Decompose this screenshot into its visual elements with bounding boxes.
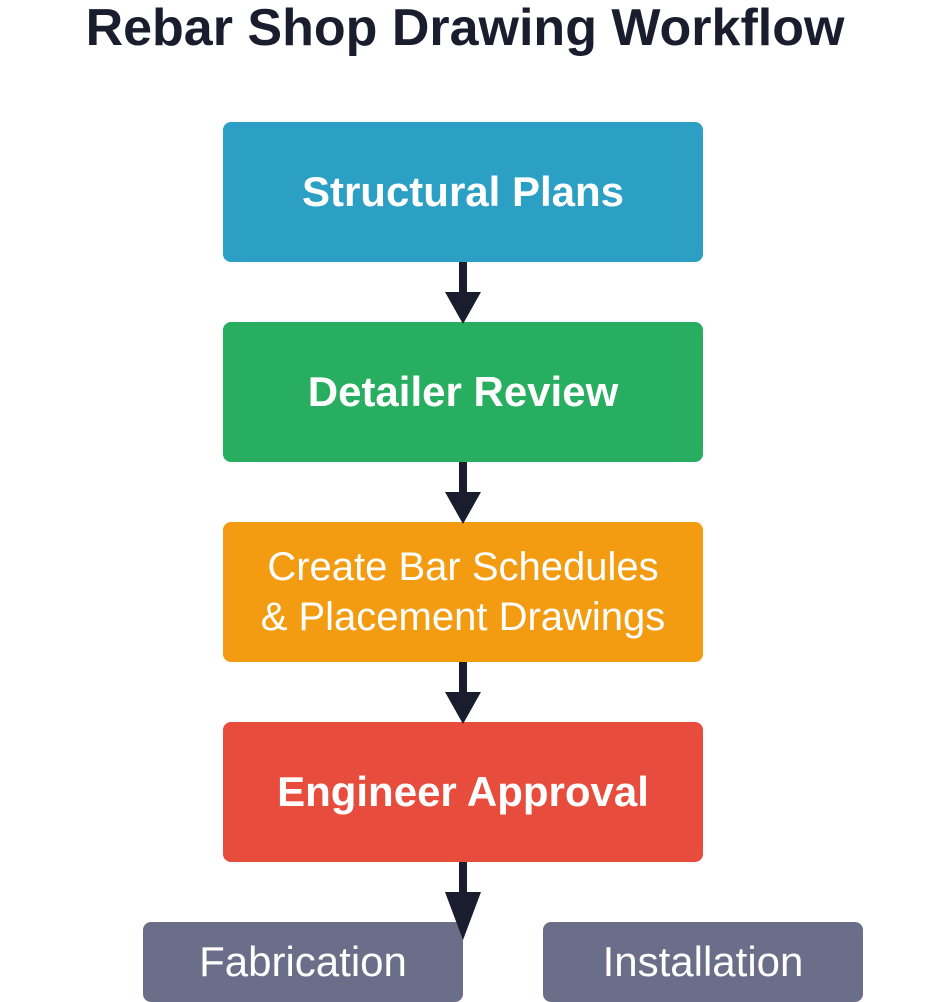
node-detailer-review-label: Detailer Review <box>307 368 619 415</box>
arrow-schedules-to-approval <box>445 662 481 724</box>
node-create-bar-schedules: Create Bar Schedules & Placement Drawing… <box>223 522 703 662</box>
node-structural-plans: Structural Plans <box>223 122 703 262</box>
node-create-bar-schedules-line2: & Placement Drawings <box>260 595 666 639</box>
node-installation-label: Installation <box>602 938 804 985</box>
node-detailer-review: Detailer Review <box>223 322 703 462</box>
node-create-bar-schedules-line1: Create Bar Schedules <box>267 545 659 589</box>
arrow-plans-to-review <box>445 262 481 324</box>
node-fabrication: Fabrication <box>143 922 463 1002</box>
node-installation: Installation <box>543 922 863 1002</box>
node-fabrication-label: Fabrication <box>199 938 407 985</box>
node-engineer-approval: Engineer Approval <box>223 722 703 862</box>
diagram-title: Rebar Shop Drawing Workflow <box>85 0 845 57</box>
arrow-review-to-schedules <box>445 462 481 524</box>
node-engineer-approval-label: Engineer Approval <box>277 768 649 815</box>
node-structural-plans-label: Structural Plans <box>301 168 625 215</box>
